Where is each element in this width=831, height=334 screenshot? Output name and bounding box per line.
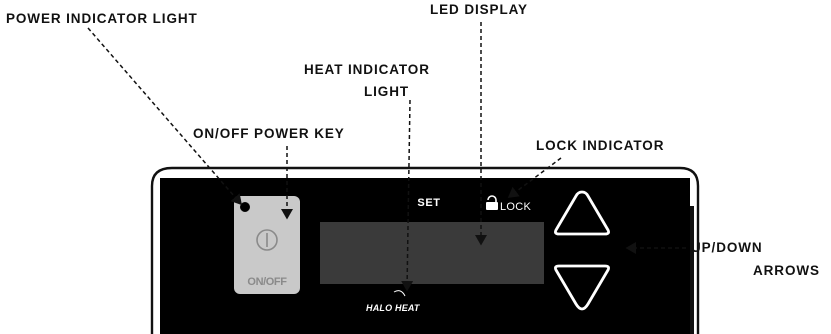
lock-label: LOCK xyxy=(500,201,532,213)
callout-power-indicator-light: POWER INDICATOR LIGHT xyxy=(6,11,198,26)
halo-heat-logo-text: HALO HEAT xyxy=(366,303,421,313)
callout-led-display: LED DISPLAY xyxy=(430,2,528,17)
power-key-label: ON/OFF xyxy=(247,276,287,288)
set-label: SET xyxy=(417,197,440,209)
down-arrow-button[interactable] xyxy=(554,264,610,311)
power-indicator-light xyxy=(239,201,251,213)
lock-icon-body xyxy=(486,202,498,210)
control-housing xyxy=(150,166,700,334)
callout-up-down-arrows-line2: ARROWS xyxy=(753,263,820,278)
callout-heat-indicator-light-line2: LIGHT xyxy=(364,84,409,99)
power-symbol-icon xyxy=(256,229,278,251)
on-off-power-key[interactable]: ON/OFF xyxy=(234,196,300,294)
lock-icon xyxy=(487,195,497,202)
up-arrow-button[interactable] xyxy=(554,190,610,236)
halo-heat-logo: HALO HEAT xyxy=(366,290,421,313)
callout-heat-indicator-light-line1: HEAT INDICATOR xyxy=(304,62,430,77)
leader-lock-indicator xyxy=(507,157,562,198)
leader-lines xyxy=(87,22,686,292)
led-display xyxy=(320,222,544,284)
leader-power-indicator xyxy=(87,27,242,206)
callout-on-off-power-key: ON/OFF POWER KEY xyxy=(193,126,345,141)
callout-up-down-arrows-line1: UP/DOWN xyxy=(691,240,763,255)
callout-lock-indicator: LOCK INDICATOR xyxy=(536,138,665,153)
leader-heat-indicator xyxy=(401,99,414,292)
lock-indicator: LOCK xyxy=(486,195,532,213)
